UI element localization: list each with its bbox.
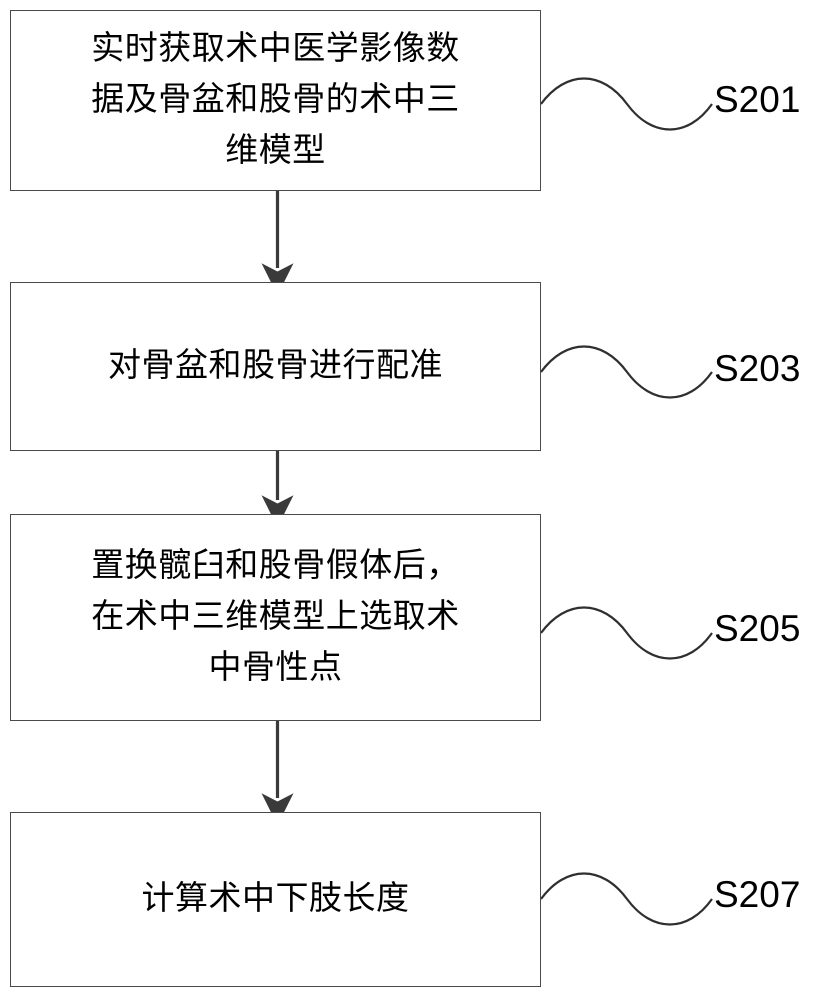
flow-step-box-s203: 对骨盆和股骨进行配准 [10,282,541,451]
leader-curve-s207 [540,872,713,926]
leader-curve-s205 [540,606,713,660]
step-reference-label-s203: S203 [714,348,801,389]
flow-step-box-s207: 计算术中下肢长度 [10,812,541,987]
leader-curve-s201 [540,77,713,131]
flow-step-box-s205: 置换髋臼和股骨假体后， 在术中三维模型上选取术 中骨性点 [10,514,541,721]
step-reference-label-s201: S201 [714,79,801,120]
flow-step-box-s201: 实时获取术中医学影像数 据及骨盆和股骨的术中三 维模型 [10,10,541,191]
flow-step-text-s205: 置换髋臼和股骨假体后， 在术中三维模型上选取术 中骨性点 [91,548,460,686]
leader-curve-s203 [540,345,713,399]
flow-step-text-s203: 对骨盆和股骨进行配准 [108,348,443,384]
step-reference-label-s205: S205 [714,608,801,649]
step-reference-label-s207: S207 [714,874,801,915]
flow-step-text-s201: 实时获取术中医学影像数 据及骨盆和股骨的术中三 维模型 [91,31,460,169]
flow-step-text-s207: 计算术中下肢长度 [141,881,410,917]
